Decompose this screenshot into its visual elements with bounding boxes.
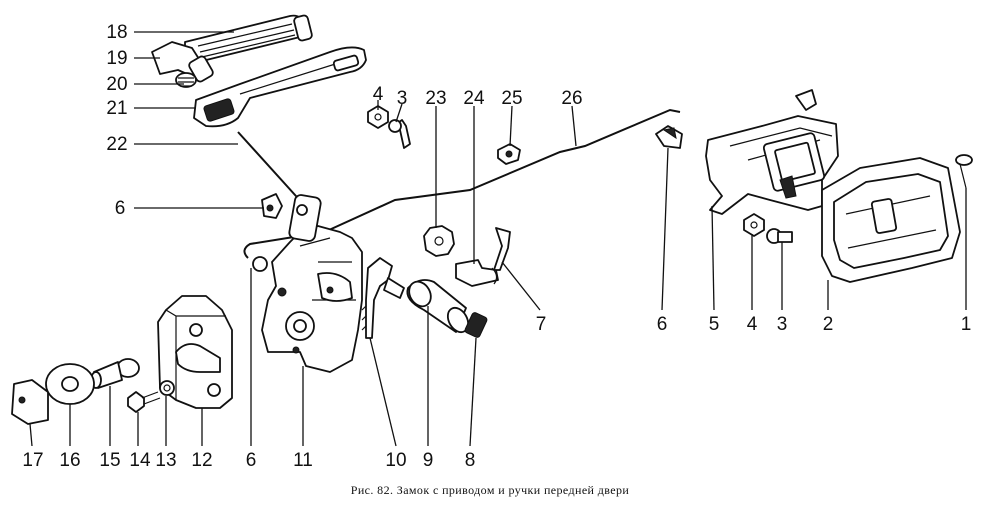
callout-13: 13 — [155, 450, 176, 471]
callout-4-upper: 4 — [373, 84, 384, 105]
clip-6-left — [261, 193, 283, 219]
callout-6-right: 6 — [657, 314, 668, 335]
operating-rods — [237, 108, 681, 259]
callout-8: 8 — [465, 450, 476, 471]
nut-4-screw-3-upper — [367, 105, 411, 149]
callout-5: 5 — [709, 314, 720, 335]
callout-6-bottom: 6 — [246, 450, 257, 471]
inside-handle-assembly — [705, 89, 973, 283]
striker-assembly — [11, 295, 233, 425]
outside-handle-assembly — [151, 14, 367, 128]
callout-11: 11 — [293, 450, 313, 471]
callout-20: 20 — [106, 74, 127, 95]
callout-12: 12 — [191, 450, 212, 471]
figure-caption: Рис. 82. Замок с приводом и ручки передн… — [351, 483, 630, 497]
callout-3-lower: 3 — [777, 314, 788, 335]
callout-6-left: 6 — [115, 198, 126, 219]
washer-23 — [423, 225, 455, 257]
callout-19: 19 — [106, 48, 127, 69]
callout-25: 25 — [501, 88, 522, 109]
callout-22: 22 — [106, 134, 127, 155]
callout-labels: 18 19 20 21 22 6 4 3 23 24 25 26 7 6 5 4… — [22, 22, 971, 471]
callout-24: 24 — [463, 88, 485, 109]
callout-10: 10 — [385, 450, 406, 471]
callout-3-upper: 3 — [397, 88, 408, 109]
lock-mechanism — [252, 194, 363, 373]
callout-4-lower: 4 — [747, 314, 758, 335]
leader-lines — [29, 31, 967, 447]
clip-25 — [497, 143, 521, 165]
callout-18: 18 — [106, 22, 127, 43]
callout-1: 1 — [961, 314, 972, 335]
callout-2: 2 — [823, 314, 834, 335]
callout-7: 7 — [536, 314, 547, 335]
callout-9: 9 — [423, 450, 434, 471]
callout-23: 23 — [425, 88, 446, 109]
callout-17: 17 — [22, 450, 43, 471]
callout-15: 15 — [99, 450, 120, 471]
callout-26: 26 — [561, 88, 582, 109]
key-cylinder — [361, 257, 488, 339]
callout-16: 16 — [59, 450, 80, 471]
clip-6-right — [655, 125, 683, 149]
callout-14: 14 — [129, 450, 151, 471]
callout-21: 21 — [106, 98, 127, 119]
bracket-24-spring-7 — [455, 227, 511, 287]
